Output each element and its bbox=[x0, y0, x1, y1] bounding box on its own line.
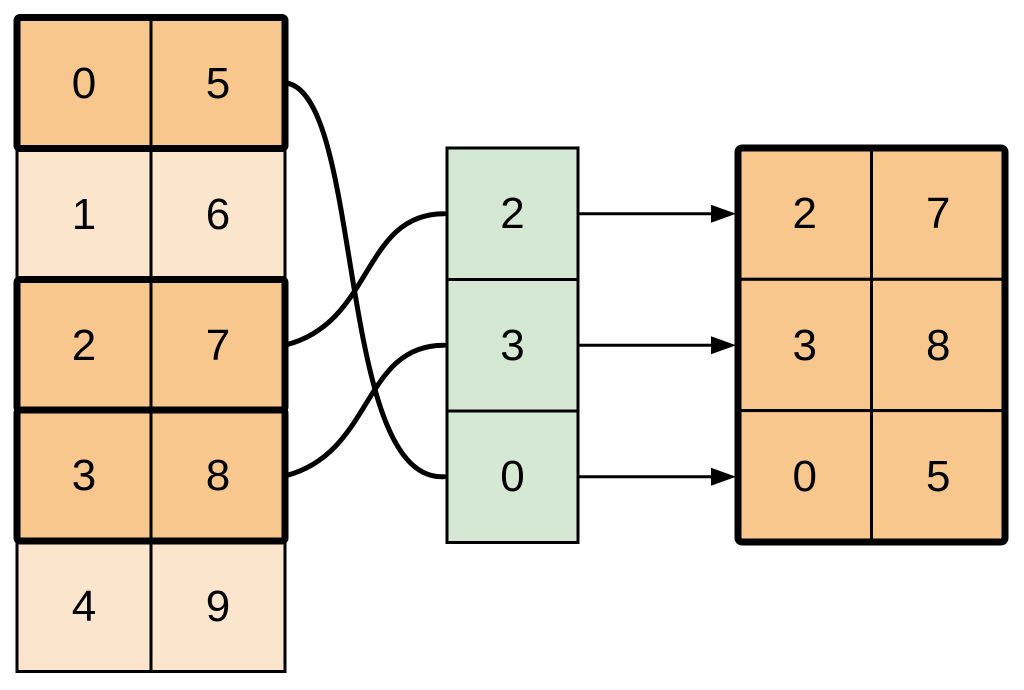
source-row-3 bbox=[15, 408, 287, 543]
index-cell-value: 0 bbox=[500, 452, 524, 501]
index-cell-value: 2 bbox=[500, 189, 524, 238]
curve-row2-to-index2 bbox=[284, 211, 447, 348]
result-table-border bbox=[734, 144, 1009, 546]
index-column: 2 3 0 bbox=[445, 146, 580, 544]
result-table: 2 7 3 8 0 5 bbox=[734, 144, 1009, 546]
source-row-2 bbox=[15, 278, 287, 412]
result-cell bbox=[736, 146, 873, 281]
source-cell bbox=[149, 147, 287, 281]
source-cell-value: 1 bbox=[72, 190, 96, 239]
source-cell-value: 2 bbox=[72, 321, 96, 370]
index-cell bbox=[445, 146, 580, 281]
source-cell bbox=[149, 16, 287, 150]
source-cell-value: 3 bbox=[72, 451, 96, 500]
result-cell-value: 0 bbox=[792, 452, 816, 501]
arrow-head-icon bbox=[711, 467, 736, 486]
source-cell bbox=[149, 278, 287, 412]
source-cell-value: 4 bbox=[72, 582, 96, 631]
result-cell-value: 3 bbox=[792, 321, 816, 370]
source-row-1 bbox=[15, 147, 287, 281]
result-cell-value: 7 bbox=[926, 189, 950, 238]
source-row-4 bbox=[15, 539, 287, 673]
index-cell-value: 3 bbox=[500, 321, 524, 370]
result-cell bbox=[736, 277, 873, 413]
result-cell bbox=[870, 409, 1007, 544]
source-cell bbox=[15, 539, 153, 673]
source-cell-value: 8 bbox=[206, 451, 230, 500]
curve-row0-to-index0 bbox=[284, 80, 447, 480]
index-cell bbox=[445, 409, 580, 544]
index-cell bbox=[445, 278, 580, 413]
connector-curves bbox=[284, 80, 447, 480]
source-cell-value: 7 bbox=[206, 321, 230, 370]
arrow-head-icon bbox=[711, 204, 736, 223]
result-cell bbox=[870, 277, 1007, 413]
source-cell bbox=[15, 16, 153, 150]
result-cell-value: 8 bbox=[926, 321, 950, 370]
curve-row3-to-index3 bbox=[284, 342, 447, 478]
source-cell-value: 9 bbox=[206, 582, 230, 631]
source-cell-value: 0 bbox=[72, 59, 96, 108]
source-cell bbox=[149, 408, 287, 543]
arrow-head-icon bbox=[711, 336, 736, 355]
source-cell bbox=[149, 539, 287, 673]
result-cell-value: 2 bbox=[792, 189, 816, 238]
result-cell-value: 5 bbox=[926, 452, 950, 501]
source-cell-value: 5 bbox=[206, 59, 230, 108]
source-table: 0 5 1 6 2 7 3 8 4 9 bbox=[13, 14, 289, 673]
source-cell-value: 6 bbox=[206, 190, 230, 239]
source-row-0 bbox=[15, 16, 287, 150]
arrow-connectors bbox=[578, 204, 736, 486]
